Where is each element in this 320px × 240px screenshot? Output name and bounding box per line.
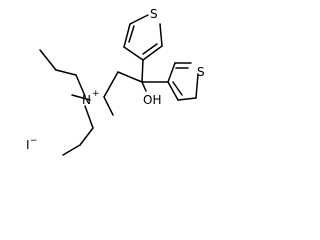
- iodide-label: I: [26, 138, 30, 152]
- carbon-chain: [103, 59, 147, 116]
- iodide-charge-label: −: [30, 136, 38, 146]
- nitrogen-substituents: [39, 49, 94, 156]
- nitrogen-label: N: [82, 93, 91, 107]
- sulfur-label-top: S: [150, 7, 158, 21]
- nitrogen-charge-label: +: [92, 89, 100, 99]
- hydroxyl-label: OH: [143, 93, 161, 107]
- sulfur-label-right: S: [197, 65, 205, 79]
- upper-thiophene-ring: [123, 14, 163, 61]
- right-thiophene-ring: [141, 62, 199, 101]
- structure-diagram: S S OH N + I −: [26, 7, 205, 156]
